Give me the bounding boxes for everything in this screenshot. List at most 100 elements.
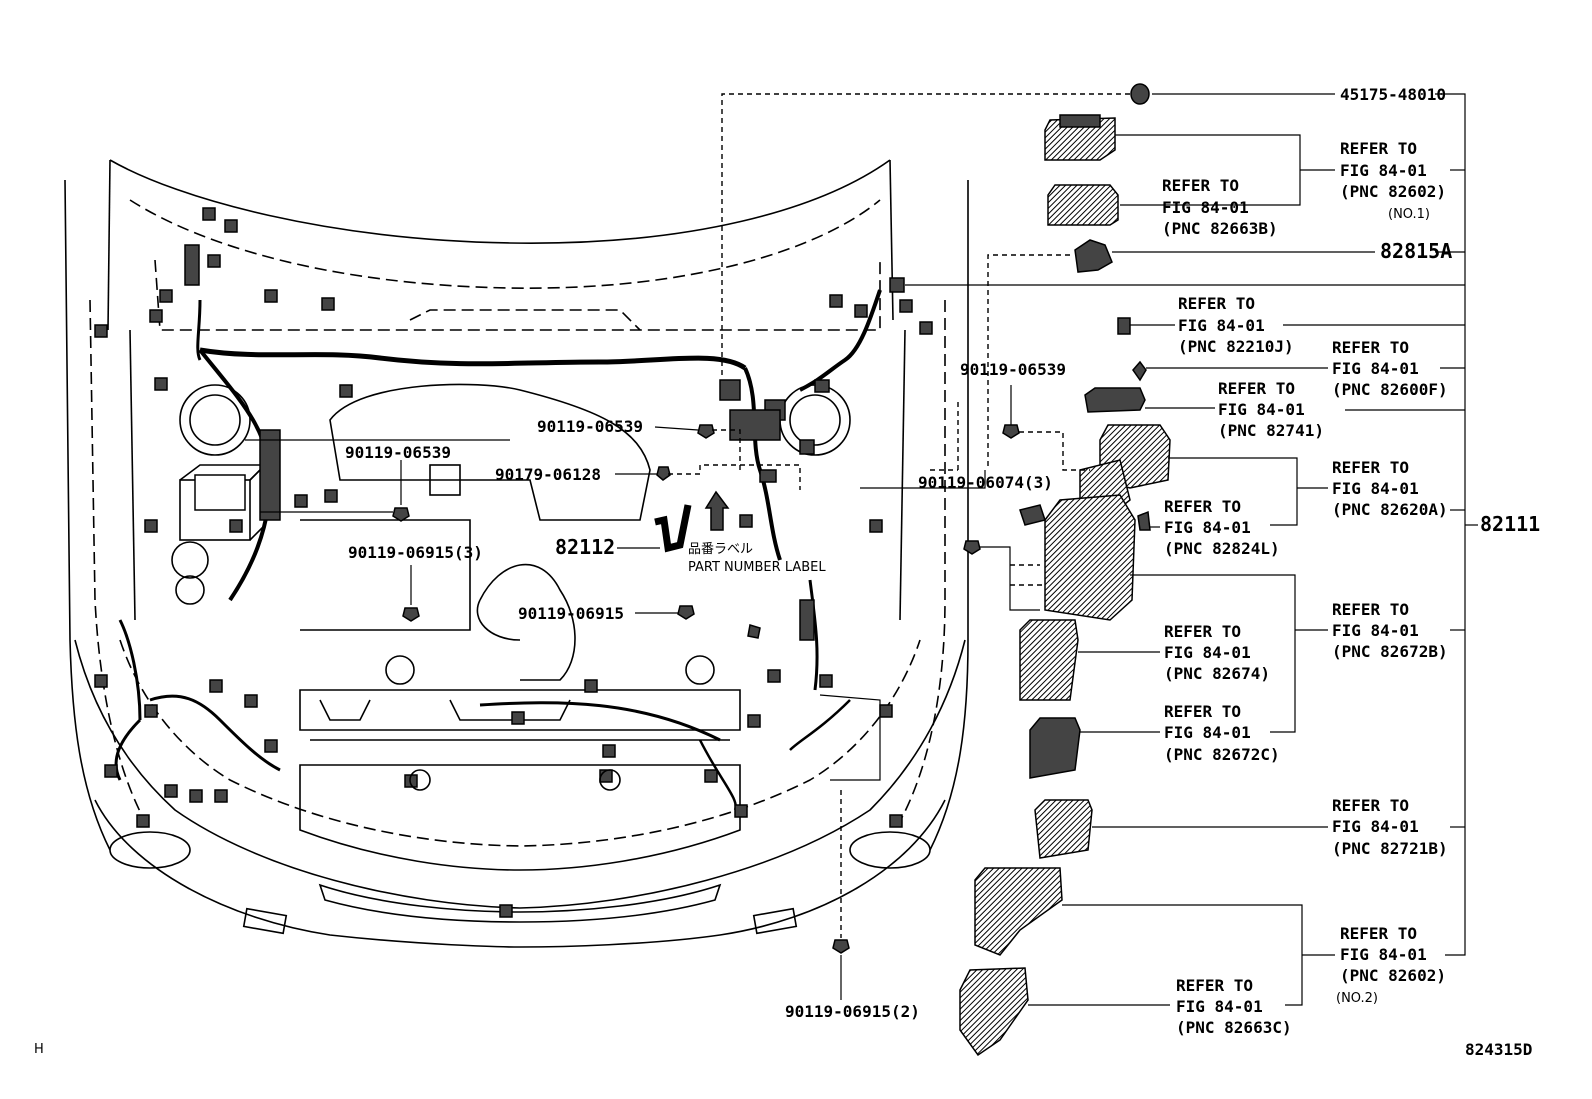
ref-82674: REFER TO FIG 84-01 (PNC 82674) xyxy=(1164,622,1270,683)
svg-text:(PNC 82602): (PNC 82602) xyxy=(1340,966,1446,985)
harness-82112-icon xyxy=(654,504,692,553)
svg-text:(PNC 82663B): (PNC 82663B) xyxy=(1162,219,1278,238)
svg-text:(PNC 82721B): (PNC 82721B) xyxy=(1332,839,1448,858)
ref-82663b: REFER TO FIG 84-01 (PNC 82663B) xyxy=(1162,176,1278,238)
connector-block-icon xyxy=(1084,387,1146,413)
part-82112: 82112 xyxy=(555,535,615,559)
part-45175: 45175-48010 xyxy=(1340,85,1446,104)
bolt-icon xyxy=(402,607,420,622)
ref-82602-no2: REFER TO FIG 84-01 (PNC 82602) (NO.2) xyxy=(1336,924,1446,1006)
bolt-icon xyxy=(677,605,695,620)
relay-block-icon xyxy=(1047,184,1119,226)
svg-text:REFER TO: REFER TO xyxy=(1218,379,1295,398)
svg-text:(PNC 82824L): (PNC 82824L) xyxy=(1164,539,1280,558)
bolt-icon xyxy=(697,424,715,439)
part-number-label-en: PART NUMBER LABEL xyxy=(688,560,826,575)
svg-text:FIG 84-01: FIG 84-01 xyxy=(1162,198,1249,217)
svg-text:REFER TO: REFER TO xyxy=(1332,796,1409,815)
svg-text:FIG 84-01: FIG 84-01 xyxy=(1164,723,1251,742)
svg-text:FIG 84-01: FIG 84-01 xyxy=(1340,945,1427,964)
bolt-90119-06074: 90119-06074(3) xyxy=(918,473,1053,492)
bolt-90179-06128: 90179-06128 xyxy=(495,465,601,484)
svg-text:FIG 84-01: FIG 84-01 xyxy=(1332,817,1419,836)
small-clip-icon xyxy=(1132,360,1147,382)
corner-code-left: H xyxy=(34,1042,44,1057)
svg-text:REFER TO: REFER TO xyxy=(1332,458,1409,477)
svg-text:REFER TO: REFER TO xyxy=(1178,294,1255,313)
ref-82620a: REFER TO FIG 84-01 (PNC 82620A) xyxy=(1332,458,1448,519)
vehicle-body-outline xyxy=(64,159,969,948)
part-number-labels: 45175-48010 82815A 82111 82112 90119-065… xyxy=(34,85,1540,1059)
ref-82663c: REFER TO FIG 84-01 (PNC 82663C) xyxy=(1176,976,1292,1037)
svg-text:(NO.1): (NO.1) xyxy=(1388,207,1430,222)
svg-text:FIG 84-01: FIG 84-01 xyxy=(1332,359,1419,378)
ref-82741: REFER TO FIG 84-01 (PNC 82741) xyxy=(1218,379,1324,440)
svg-text:REFER TO: REFER TO xyxy=(1340,139,1417,158)
svg-text:REFER TO: REFER TO xyxy=(1164,702,1241,721)
grommet-icon xyxy=(1130,83,1150,105)
svg-text:REFER TO: REFER TO xyxy=(1164,622,1241,641)
svg-text:FIG 84-01: FIG 84-01 xyxy=(1332,621,1419,640)
bolt-icons xyxy=(392,424,1020,954)
svg-text:(PNC 82672C): (PNC 82672C) xyxy=(1164,745,1280,764)
bolt-90119-06915-3: 90119-06915(3) xyxy=(348,543,483,562)
bolt-icon xyxy=(832,939,850,954)
bolt-90119-06539-b: 90119-06539 xyxy=(345,443,451,462)
ref-82672b: REFER TO FIG 84-01 (PNC 82672B) xyxy=(1332,600,1448,661)
svg-text:FIG 84-01: FIG 84-01 xyxy=(1176,997,1263,1016)
svg-text:REFER TO: REFER TO xyxy=(1164,497,1241,516)
bolt-icon xyxy=(963,540,981,555)
svg-text:FIG 84-01: FIG 84-01 xyxy=(1164,518,1251,537)
ref-82600f: REFER TO FIG 84-01 (PNC 82600F) xyxy=(1332,338,1448,399)
relay-cover-icon xyxy=(1019,619,1079,701)
svg-text:(PNC 82672B): (PNC 82672B) xyxy=(1332,642,1448,661)
illustration-number: 824315D xyxy=(1465,1040,1532,1059)
ecu-bracket-icon xyxy=(1034,799,1093,859)
bolt-90119-06915-2: 90119-06915(2) xyxy=(785,1002,920,1021)
ref-82602-no1: REFER TO FIG 84-01 (PNC 82602) (NO.1) xyxy=(1340,139,1446,222)
harness-connectors xyxy=(94,207,933,918)
bolt-icon xyxy=(656,466,671,481)
relay-box-cover-icon xyxy=(1044,117,1116,161)
svg-text:(PNC 82741): (PNC 82741) xyxy=(1218,421,1324,440)
small-connector-icon xyxy=(1117,317,1131,335)
clamp-icon xyxy=(1074,239,1113,273)
ref-82824l: REFER TO FIG 84-01 (PNC 82824L) xyxy=(1164,497,1280,558)
reference-callouts: REFER TO FIG 84-01 (PNC 82602) (NO.1) RE… xyxy=(1162,139,1448,1037)
box-cover-icon xyxy=(974,867,1063,956)
svg-text:REFER TO: REFER TO xyxy=(1340,924,1417,943)
relay-cassette-icon xyxy=(1029,717,1081,779)
svg-text:FIG 84-01: FIG 84-01 xyxy=(1164,643,1251,662)
svg-text:FIG 84-01: FIG 84-01 xyxy=(1332,479,1419,498)
svg-text:REFER TO: REFER TO xyxy=(1332,338,1409,357)
part-number-label-jp: 品番ラベル xyxy=(688,542,753,557)
svg-text:REFER TO: REFER TO xyxy=(1176,976,1253,995)
bolt-icon xyxy=(1002,424,1020,439)
svg-text:FIG 84-01: FIG 84-01 xyxy=(1218,400,1305,419)
bolt-icon xyxy=(392,507,410,522)
component-icons xyxy=(654,83,1171,1057)
svg-text:(PNC 82600F): (PNC 82600F) xyxy=(1332,380,1448,399)
part-82111: 82111 xyxy=(1480,512,1540,536)
svg-text:FIG 84-01: FIG 84-01 xyxy=(1178,316,1265,335)
ref-82721b: REFER TO FIG 84-01 (PNC 82721B) xyxy=(1332,796,1448,858)
box-cover-lower-icon xyxy=(959,967,1029,1057)
svg-text:(PNC 82663C): (PNC 82663C) xyxy=(1176,1018,1292,1037)
svg-text:FIG 84-01: FIG 84-01 xyxy=(1340,161,1427,180)
bolt-icon xyxy=(747,624,761,639)
svg-text:(PNC 82674): (PNC 82674) xyxy=(1164,664,1270,683)
leader-lines xyxy=(245,93,1478,1006)
bolt-90119-06539-a: 90119-06539 xyxy=(537,417,643,436)
svg-text:(PNC 82620A): (PNC 82620A) xyxy=(1332,500,1448,519)
ref-82210j: REFER TO FIG 84-01 (PNC 82210J) xyxy=(1178,294,1294,356)
svg-text:(PNC 82210J): (PNC 82210J) xyxy=(1178,337,1294,356)
ref-82672c: REFER TO FIG 84-01 (PNC 82672C) xyxy=(1164,702,1280,764)
part-82815a: 82815A xyxy=(1380,239,1452,263)
svg-text:(PNC 82602): (PNC 82602) xyxy=(1340,182,1446,201)
fuse-box-icon xyxy=(1044,494,1136,621)
svg-text:(NO.2): (NO.2) xyxy=(1336,991,1378,1006)
bolt-90119-06915: 90119-06915 xyxy=(518,604,624,623)
svg-text:REFER TO: REFER TO xyxy=(1332,600,1409,619)
svg-text:REFER TO: REFER TO xyxy=(1162,176,1239,195)
